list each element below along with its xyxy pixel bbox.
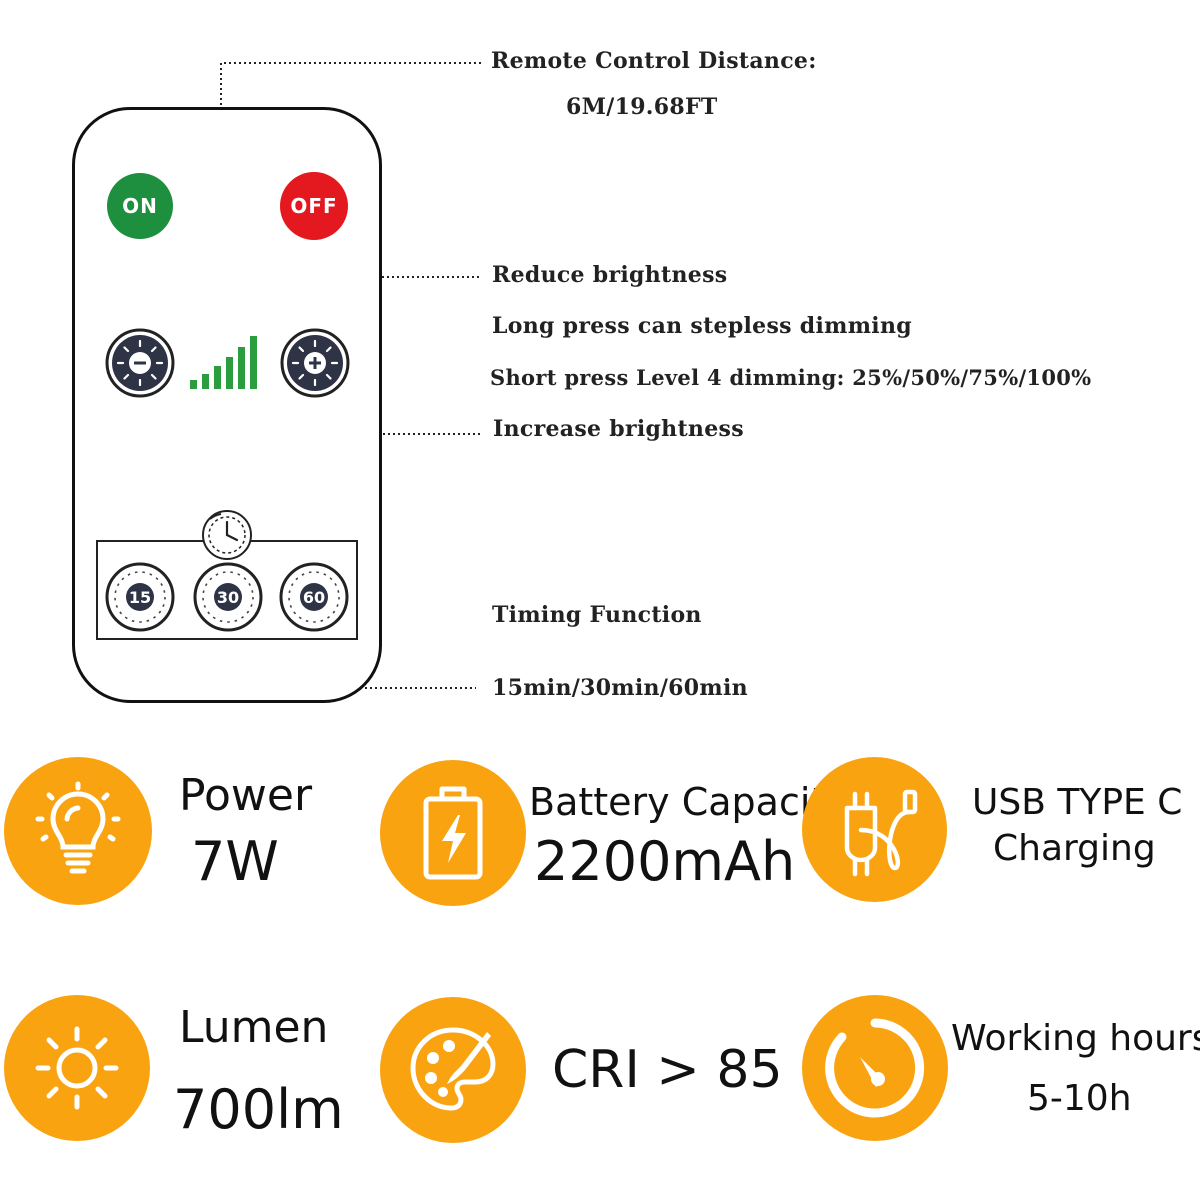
on-button[interactable]: ON [107, 173, 173, 239]
timer-60-label: 60 [303, 588, 325, 607]
power-badge [4, 757, 152, 905]
on-button-label: ON [122, 194, 158, 218]
timer-15-button[interactable]: 15 [105, 562, 175, 632]
power-label: Power [179, 770, 313, 821]
palette-icon [410, 1027, 496, 1111]
usb-charger-icon [844, 789, 917, 876]
hours-label: Working hours [951, 1018, 1200, 1059]
brightness-level-icon [190, 336, 257, 389]
sun-icon [35, 1026, 119, 1110]
lumen-label: Lumen [179, 1002, 329, 1053]
clock-icon [202, 510, 252, 560]
usb-line2: Charging [993, 828, 1156, 869]
long-press-text: Long press can stepless dimming [492, 313, 912, 339]
cri-label: CRI > 85 [552, 1040, 783, 1100]
hours-badge [802, 995, 948, 1141]
timer-15-label: 15 [129, 588, 151, 607]
gauge-timer-icon [825, 1018, 925, 1118]
usb-line1: USB TYPE C [972, 782, 1183, 823]
battery-label: Battery Capacity [529, 780, 848, 824]
timer-30-label: 30 [217, 588, 239, 607]
increase-brightness-text: Increase brightness [493, 416, 744, 442]
cri-badge [380, 997, 526, 1143]
usb-badge [802, 757, 947, 902]
off-button[interactable]: OFF [280, 172, 348, 240]
timing-values-text: 15min/30min/60min [492, 675, 748, 701]
power-value: 7W [191, 830, 279, 893]
reduce-brightness-text: Reduce brightness [492, 262, 728, 288]
distance-value: 6M/19.68FT [566, 94, 718, 120]
hours-value: 5-10h [1027, 1078, 1132, 1119]
timing-function-title: Timing Function [492, 602, 702, 628]
distance-title: Remote Control Distance: [491, 48, 817, 74]
timer-30-button[interactable]: 30 [193, 562, 263, 632]
off-button-label: OFF [290, 194, 338, 218]
distance-connector [220, 62, 482, 195]
light-bulb-icon [35, 781, 121, 874]
battery-value: 2200mAh [534, 830, 796, 893]
battery-badge [380, 760, 526, 906]
timer-60-button[interactable]: 60 [279, 562, 349, 632]
battery-charging-icon [423, 786, 483, 880]
brightness-up-button[interactable] [280, 328, 350, 398]
lumen-badge [4, 995, 150, 1141]
short-press-text: Short press Level 4 dimming: 25%/50%/75%… [490, 365, 1092, 390]
brightness-down-button[interactable] [105, 328, 175, 398]
lumen-value: 700lm [173, 1078, 344, 1141]
